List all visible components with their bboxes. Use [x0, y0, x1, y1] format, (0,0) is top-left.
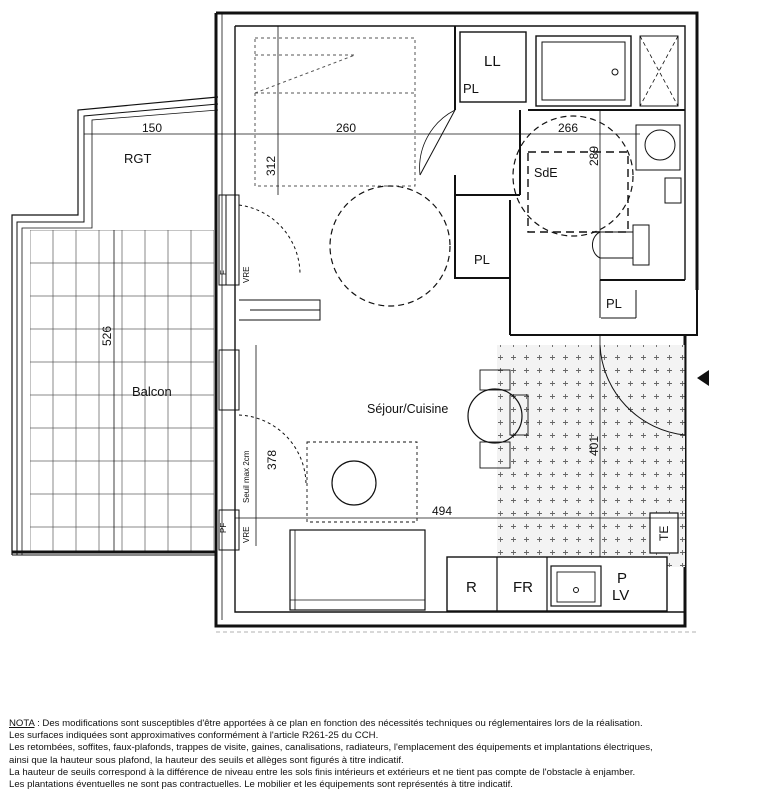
mark-vre-top: VRE	[242, 267, 251, 283]
dimension-lines	[84, 26, 685, 557]
mark-f: F	[219, 270, 228, 275]
kitchen-counter	[446, 512, 679, 612]
room-label-rgt: RGT	[124, 151, 152, 166]
dim-494: 494	[432, 504, 452, 518]
note-line-6: Les plantations éventuelles ne sont pas …	[9, 779, 513, 791]
dining-table	[467, 369, 529, 469]
disclaimer-note: NOTA : Des modifications sont susceptibl…	[9, 718, 759, 791]
dim-378: 378	[265, 450, 279, 470]
room-label-ll: LL	[484, 53, 501, 70]
room-label-sejour: Séjour/Cuisine	[367, 402, 448, 416]
room-labels: RGT Balcon Séjour/Cuisine SdE LL PL PL P…	[124, 53, 671, 604]
note-line-1: NOTA : Des modifications sont susceptibl…	[9, 718, 759, 730]
note-line-2: Les surfaces indiquées sont approximativ…	[9, 730, 379, 742]
mark-seuil: Seuil max 2cm	[242, 450, 251, 503]
dim-312: 312	[264, 156, 278, 176]
room-label-te: TE	[657, 526, 671, 541]
room-label-p: P	[617, 570, 627, 587]
room-label-r: R	[466, 579, 477, 596]
room-label-sde: SdE	[534, 166, 558, 180]
sde-zone	[527, 151, 629, 233]
dimension-labels: 150 260 266 312 289 526 401 378 494	[100, 121, 601, 518]
floor-plan: RGT Balcon Séjour/Cuisine SdE LL PL PL P…	[11, 11, 709, 633]
mark-vre-bottom: VRE	[242, 527, 251, 543]
dim-401: 401	[587, 436, 601, 456]
west-openings	[218, 194, 321, 551]
note-line-3: Les retombées, soffites, faux-plafonds, …	[9, 742, 653, 754]
turning-circles	[329, 115, 634, 307]
living-furniture	[289, 441, 426, 611]
room-label-fr: FR	[513, 579, 533, 596]
balcony	[11, 96, 219, 556]
note-line-1-text: : Des modifications sont susceptibles d'…	[34, 718, 643, 729]
dim-289: 289	[587, 146, 601, 166]
room-label-balcon: Balcon	[132, 384, 172, 399]
mark-pf: PF	[219, 523, 228, 533]
note-line-4: ainsi que la hauteur sous plafond, la ha…	[9, 754, 404, 766]
dim-150: 150	[142, 121, 162, 135]
interior-walls	[419, 26, 685, 336]
side-marks: F VRE Seuil max 2cm PF VRE	[219, 267, 251, 543]
dim-526: 526	[100, 326, 114, 346]
room-label-lv: LV	[612, 587, 629, 604]
bed-area	[254, 37, 416, 187]
room-label-pl-mid: PL	[474, 252, 490, 267]
dim-266: 266	[558, 121, 578, 135]
room-label-pl-top: PL	[463, 81, 479, 96]
room-label-pl-right: PL	[606, 296, 622, 311]
nota-label: NOTA	[9, 718, 35, 729]
note-line-5: La hauteur de seuils correspond à la dif…	[9, 766, 636, 778]
dim-260: 260	[336, 121, 356, 135]
